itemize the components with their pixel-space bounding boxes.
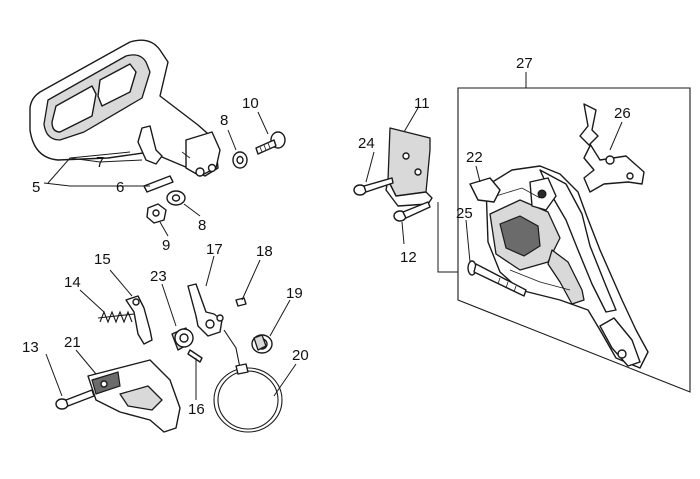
callout-17: 17 <box>206 241 223 258</box>
callout-27: 27 <box>516 55 533 72</box>
washer-8-lower <box>166 190 186 206</box>
callout-19: 19 <box>286 285 303 302</box>
clutch-cover <box>485 165 649 369</box>
pin-18 <box>235 297 247 307</box>
bolt-10 <box>255 131 286 155</box>
callout-23: 23 <box>150 268 167 285</box>
callout-25: 25 <box>456 205 473 222</box>
pin-16 <box>187 349 203 363</box>
callout-8-upper: 8 <box>220 112 228 129</box>
brake-lever-17 <box>187 283 224 337</box>
callout-18: 18 <box>256 243 273 260</box>
cover-21 <box>87 359 181 433</box>
spring-14 <box>97 310 135 324</box>
callout-24: 24 <box>358 135 375 152</box>
washer-8-upper <box>232 151 248 169</box>
brake-band-20 <box>213 329 283 433</box>
lever-15 <box>125 295 153 345</box>
callout-22: 22 <box>466 149 483 166</box>
plate-11 <box>385 127 433 207</box>
callout-9: 9 <box>162 237 170 254</box>
callout-labels: 5 6 7 8 8 9 10 11 12 13 14 15 16 17 18 1… <box>22 55 631 418</box>
hand-guard <box>29 39 221 177</box>
callout-16: 16 <box>188 401 205 418</box>
callout-26: 26 <box>614 105 631 122</box>
screw-13 <box>55 389 95 410</box>
callout-6: 6 <box>116 179 124 196</box>
callout-12: 12 <box>400 249 417 266</box>
bolt-25 <box>467 260 527 297</box>
bracket-26 <box>579 103 645 193</box>
bushing-23 <box>171 327 194 351</box>
lever-part-7 <box>137 125 163 165</box>
leader-lines <box>43 107 623 400</box>
pin-6 <box>143 175 174 193</box>
callout-13: 13 <box>22 339 39 356</box>
lever-22 <box>469 177 501 203</box>
assembly-27-frame <box>457 72 691 393</box>
screw-12 <box>393 201 431 222</box>
callout-5: 5 <box>32 179 40 196</box>
callout-20: 20 <box>292 347 309 364</box>
callout-8-lower: 8 <box>198 217 206 234</box>
callout-14: 14 <box>64 274 81 291</box>
callout-11: 11 <box>414 95 430 112</box>
bushing-19 <box>251 334 273 354</box>
screw-24 <box>353 177 394 196</box>
callout-10: 10 <box>242 95 259 112</box>
callout-21: 21 <box>64 334 81 351</box>
callout-7: 7 <box>96 154 104 171</box>
callout-15: 15 <box>94 251 111 268</box>
nut-9 <box>146 203 167 224</box>
